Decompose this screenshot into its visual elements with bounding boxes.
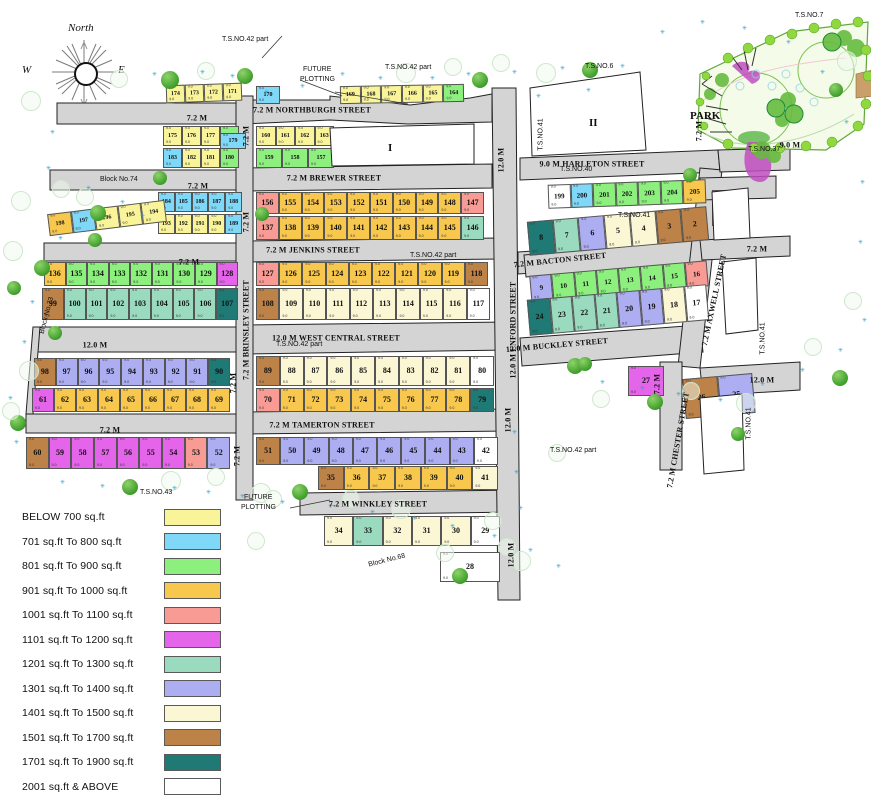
legend-label: 1301 sq.ft To 1400 sq.ft [22, 683, 150, 695]
legend-label: 1201 sq.ft To 1300 sq.ft [22, 658, 150, 670]
legend-swatch [164, 509, 221, 526]
legend-row: 1401 sq.ft To 1500 sq.ft [22, 701, 252, 726]
legend-row: 2001 sq.ft & ABOVE [22, 775, 252, 799]
legend-label: 1001 sq.ft To 1100 sq.ft [22, 609, 150, 621]
compass-center-circle [74, 62, 98, 86]
legend-row: BELOW 700 sq.ft [22, 505, 252, 530]
legend-swatch [164, 656, 221, 673]
legend-label: 901 sq.ft To 1000 sq.ft [22, 585, 150, 597]
legend-swatch [164, 582, 221, 599]
legend-row: 1201 sq.ft To 1300 sq.ft [22, 652, 252, 677]
legend-row: 1501 sq.ft To 1700 sq.ft [22, 726, 252, 751]
legend-swatch [164, 778, 221, 795]
legend-row: 901 sq.ft To 1000 sq.ft [22, 579, 252, 604]
legend-label: 1501 sq.ft To 1700 sq.ft [22, 732, 150, 744]
legend-swatch [164, 607, 221, 624]
legend-label: 1401 sq.ft To 1500 sq.ft [22, 707, 150, 719]
legend-label: BELOW 700 sq.ft [22, 511, 150, 523]
legend-swatch [164, 705, 221, 722]
legend-swatch [164, 558, 221, 575]
legend-row: 1101 sq.ft To 1200 sq.ft [22, 628, 252, 653]
legend-row: 801 sq.ft To 900 sq.ft [22, 554, 252, 579]
legend-swatch [164, 680, 221, 697]
legend-swatch [164, 729, 221, 746]
legend-label: 1101 sq.ft To 1200 sq.ft [22, 634, 150, 646]
legend-swatch [164, 754, 221, 771]
legend-label: 1701 sq.ft To 1900 sq.ft [22, 756, 150, 768]
legend-label: 801 sq.ft To 900 sq.ft [22, 560, 150, 572]
legend-label: 2001 sq.ft & ABOVE [22, 781, 150, 793]
legend-swatch [164, 533, 221, 550]
legend-row: 701 sq.ft To 800 sq.ft [22, 530, 252, 555]
legend: BELOW 700 sq.ft 701 sq.ft To 800 sq.ft 801… [22, 505, 252, 799]
legend-swatch [164, 631, 221, 648]
legend-row: 1701 sq.ft To 1900 sq.ft [22, 750, 252, 775]
legend-row: 1301 sq.ft To 1400 sq.ft [22, 677, 252, 702]
legend-row: 1001 sq.ft To 1100 sq.ft [22, 603, 252, 628]
legend-label: 701 sq.ft To 800 sq.ft [22, 536, 150, 548]
